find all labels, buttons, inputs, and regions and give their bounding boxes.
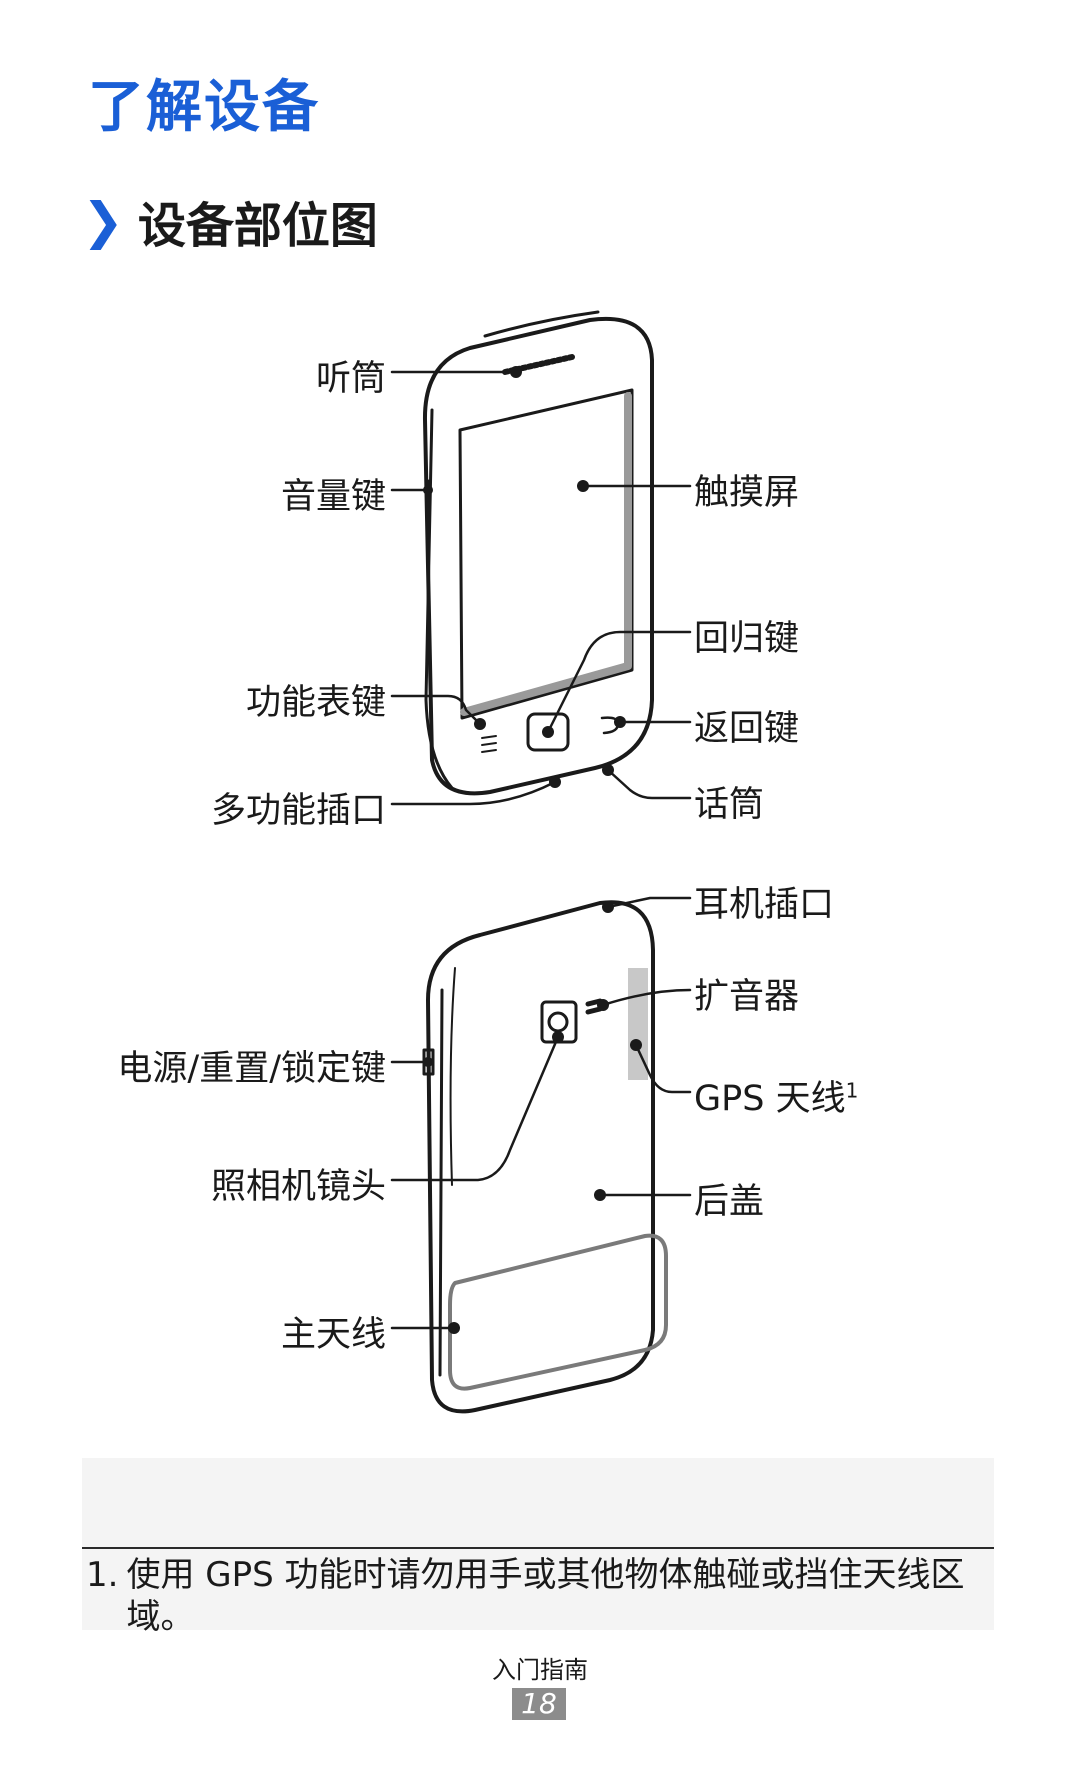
callout-menu xyxy=(390,694,480,724)
footnote-number: 1. xyxy=(86,1555,119,1595)
footer-section-label: 入门指南 xyxy=(492,1656,588,1684)
page-number: 18 xyxy=(512,1688,566,1720)
footnote: 1. 使用 GPS 功能时请勿用手或其他物体触碰或挡住天线区域。 xyxy=(86,1554,986,1638)
camera-lens-shape xyxy=(547,1011,569,1033)
label-multifunction-jack: 多功能插口 xyxy=(210,791,386,831)
gps-footnote-marker: 1 xyxy=(845,1078,859,1103)
back-phone-highlight xyxy=(449,967,456,1186)
menu-key-icon xyxy=(481,735,497,753)
callout-home xyxy=(546,630,692,734)
callout-headset xyxy=(606,896,692,909)
dot-back xyxy=(614,716,626,728)
label-home-key: 回归键 xyxy=(694,619,800,659)
front-phone-body xyxy=(422,316,654,796)
callout-multifunction xyxy=(390,780,557,806)
screen-shade xyxy=(460,392,632,716)
label-earpiece: 听筒 xyxy=(315,359,386,399)
callout-gps xyxy=(634,1043,692,1094)
dot-main-antenna xyxy=(448,1322,460,1334)
footnote-text: 使用 GPS 功能时请勿用手或其他物体触碰或挡住天线区域。 xyxy=(126,1555,965,1637)
dot-multifunction xyxy=(549,776,561,788)
callout-microphone xyxy=(606,768,692,800)
label-main-antenna: 主天线 xyxy=(280,1315,386,1355)
label-back-cover: 后盖 xyxy=(694,1182,765,1222)
front-phone-side xyxy=(424,408,454,790)
callout-dots xyxy=(423,366,642,1334)
label-menu-key: 功能表键 xyxy=(245,683,386,723)
gps-antenna-text: GPS 天线 xyxy=(694,1079,846,1119)
section-title: 设备部位图 xyxy=(137,198,378,254)
footnote-divider xyxy=(82,1547,994,1549)
label-volume-key: 音量键 xyxy=(280,477,386,517)
dot-home xyxy=(542,726,554,738)
label-camera-lens: 照相机镜头 xyxy=(210,1167,386,1207)
callout-speaker xyxy=(601,988,692,1007)
dot-menu xyxy=(474,718,486,730)
label-power-key: 电源/重置/锁定键 xyxy=(117,1049,386,1089)
speaker-grille-shape xyxy=(585,998,603,1015)
dot-touchscreen xyxy=(577,480,589,492)
label-back-key: 返回键 xyxy=(694,709,800,749)
home-key-button xyxy=(526,712,570,752)
dot-volume xyxy=(423,485,433,495)
section-header: ❯ 设备部位图 xyxy=(82,186,378,256)
front-phone-top-edge xyxy=(483,310,600,338)
back-phone-illustration xyxy=(422,900,668,1414)
main-antenna-area xyxy=(448,1233,668,1391)
dot-headset xyxy=(602,901,614,913)
dot-gps xyxy=(630,1039,642,1051)
dot-earpiece xyxy=(510,366,522,378)
label-touchscreen: 触摸屏 xyxy=(694,473,800,513)
back-phone-body xyxy=(426,900,655,1414)
label-microphone: 话筒 xyxy=(694,785,765,825)
page-title: 了解设备 xyxy=(88,75,320,140)
label-headset-jack: 耳机插口 xyxy=(694,885,835,925)
label-gps-antenna: GPS 天线1 xyxy=(694,1070,858,1121)
label-speaker: 扩音器 xyxy=(694,977,800,1017)
chevron-right-icon: ❯ xyxy=(82,192,124,250)
callout-lines xyxy=(390,370,692,1330)
front-screen xyxy=(458,388,634,720)
callout-camera xyxy=(390,1035,560,1182)
dot-microphone xyxy=(602,764,614,776)
dot-speaker xyxy=(597,999,609,1011)
dot-power xyxy=(423,1057,433,1067)
dot-back-cover xyxy=(594,1189,606,1201)
note-box xyxy=(82,1458,994,1630)
dot-camera xyxy=(552,1031,564,1043)
back-phone-inner-edge xyxy=(438,988,444,1377)
